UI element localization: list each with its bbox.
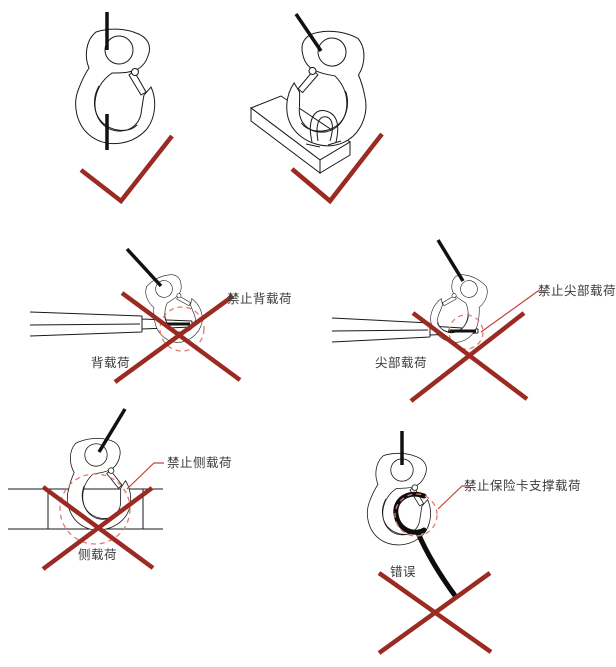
panel-tip-load-prohibited (331, 239, 546, 403)
panel-side-load-prohibited (8, 408, 164, 571)
caption-tip-load: 尖部载荷 (375, 355, 428, 370)
highlight-circle (59, 473, 131, 545)
callout-tip-load: 禁止尖部载荷 (538, 283, 616, 298)
cable-line (436, 239, 465, 282)
cable-line (125, 247, 163, 288)
highlight-circle (448, 314, 484, 350)
lug-base (305, 140, 342, 148)
leader-line (437, 485, 470, 510)
panel-latch-support-prohibited (366, 431, 493, 655)
callout-latch-support: 禁止保险卡支撑载荷 (464, 478, 582, 493)
panel-back-load-prohibited (29, 247, 242, 384)
lifting-lug (309, 110, 339, 143)
hook-illustration (422, 267, 499, 351)
panel-hook-hanging-correct (75, 12, 174, 205)
highlight-circle (394, 493, 438, 537)
checkmark-icon (79, 134, 174, 205)
caption-back-load: 背载荷 (91, 355, 131, 370)
cross-icon (41, 485, 155, 571)
cable-line (97, 408, 127, 453)
lifting-lug-inner (316, 116, 333, 142)
block-side-face (319, 141, 351, 174)
hook-illustration (75, 28, 156, 145)
cable-line (294, 13, 323, 52)
cross-icon (113, 291, 242, 384)
cross-icon (409, 311, 529, 403)
caption-side-load: 侧载荷 (78, 547, 118, 562)
checkmark-icon (290, 132, 384, 205)
cross-icon (377, 571, 493, 655)
sling-arm (29, 311, 193, 337)
leader-line (126, 462, 164, 490)
callout-back-load: 禁止背载荷 (227, 291, 293, 306)
panel-hook-on-lug-correct (249, 13, 384, 205)
sling-arm (331, 317, 479, 343)
caption-latch-support: 错误 (390, 564, 417, 579)
rope-tail (415, 530, 459, 600)
highlight-circle (159, 306, 205, 352)
side-plate (8, 488, 163, 530)
leader-line (480, 290, 546, 333)
callout-side-load: 禁止侧载荷 (167, 455, 233, 470)
